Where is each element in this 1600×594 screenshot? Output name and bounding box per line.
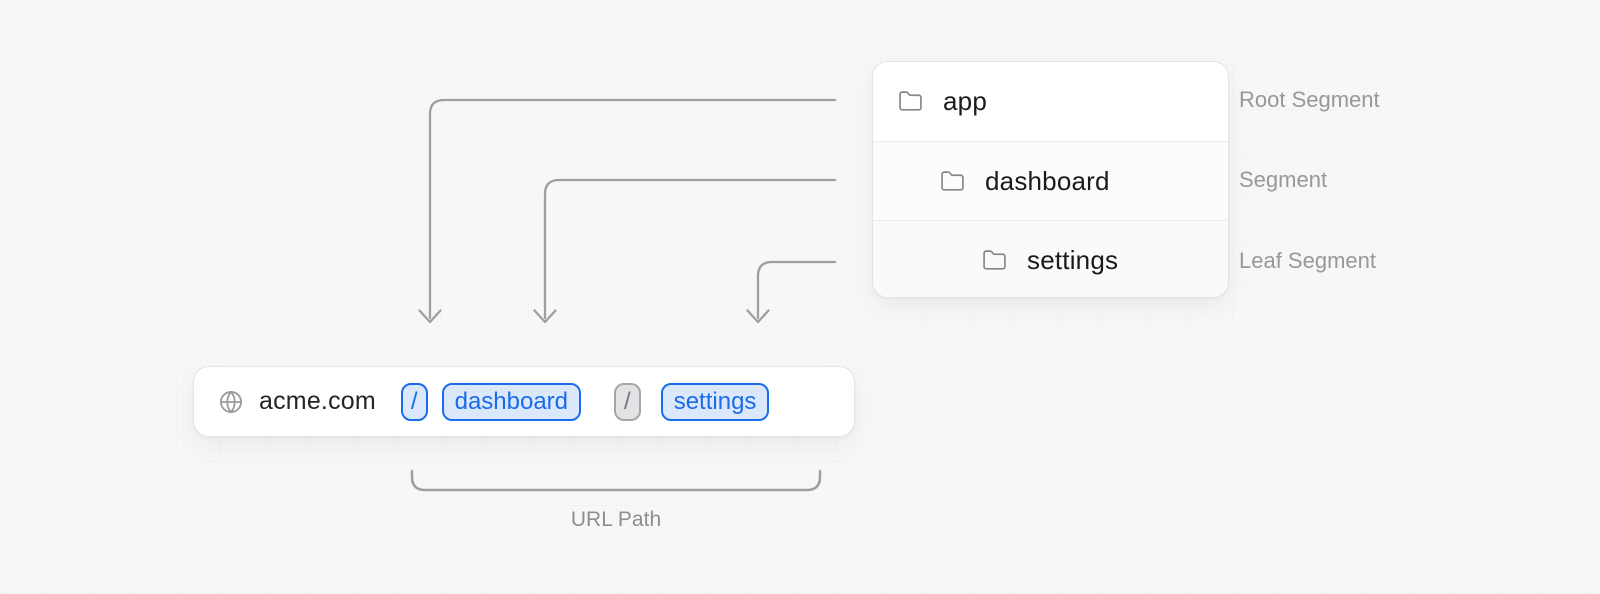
url-path-bracket: [410, 469, 822, 492]
folder-icon: [983, 249, 1006, 270]
url-segment-slash-2: /: [614, 382, 641, 421]
annotation-leaf-segment: Leaf Segment: [1239, 248, 1376, 273]
annotation-root-segment: Root Segment: [1239, 87, 1380, 112]
folder-icon: [899, 91, 922, 111]
tree-row-app: app: [873, 62, 1228, 141]
tree-row-settings: settings: [873, 220, 1228, 297]
url-domain: acme.com: [259, 387, 376, 415]
arrow-segment-to-dashboard: [533, 178, 837, 324]
globe-icon: [220, 390, 242, 413]
annotation-segment: Segment: [1239, 167, 1328, 192]
url-segment-dashboard: dashboard: [441, 382, 582, 421]
url-segment-settings: settings: [660, 382, 770, 421]
url-path-caption: URL Path: [570, 508, 662, 531]
file-tree-panel: app dashboard settings: [872, 61, 1229, 298]
url-bar: acme.com / dashboard / settings: [193, 366, 855, 437]
folder-icon: [941, 170, 964, 191]
tree-row-label: app: [943, 86, 987, 116]
arrow-leaf-segment-to-settings: [746, 260, 837, 324]
tree-row-dashboard: dashboard: [873, 141, 1228, 220]
tree-row-label: dashboard: [985, 165, 1110, 196]
tree-row-label: settings: [1027, 244, 1119, 275]
url-segment-slash-1: /: [400, 382, 428, 421]
arrow-root-segment-to-slash: [418, 98, 837, 324]
